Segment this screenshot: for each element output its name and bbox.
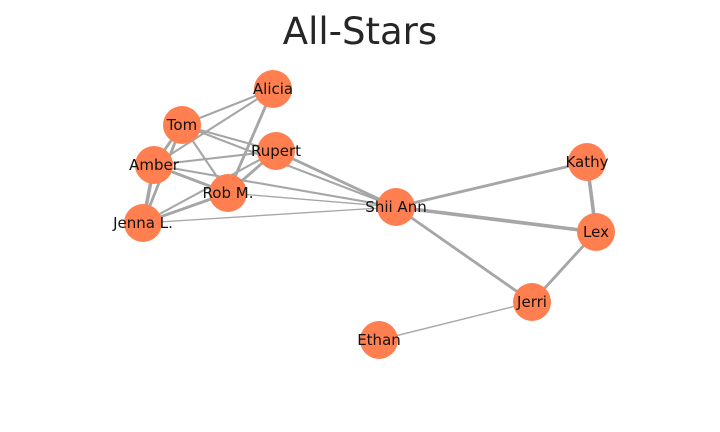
- edge-tom-shiiann: [180, 123, 398, 209]
- edge-jerri-ethan: [378, 301, 533, 341]
- edge-shiiann-kathy: [394, 160, 589, 209]
- node-label-jerri: Jerri: [516, 293, 547, 311]
- node-amber: [135, 146, 173, 184]
- node-kathy: [568, 143, 606, 181]
- edge-jenna-rupert: [141, 149, 278, 225]
- node-jenna: [124, 204, 162, 242]
- edge-amber-alicia: [152, 87, 275, 167]
- edge-rupert-shiiann: [274, 149, 398, 209]
- node-label-amber: Amber: [129, 156, 180, 174]
- node-lex: [577, 213, 615, 251]
- node-label-jenna: Jenna L.: [112, 214, 173, 232]
- graph-title: All-Stars: [282, 10, 438, 53]
- edge-shiiann-jerri: [394, 205, 534, 304]
- node-label-lex: Lex: [583, 223, 609, 241]
- node-label-shiiann: Shii Ann: [365, 198, 426, 216]
- node-label-rupert: Rupert: [251, 142, 301, 160]
- edge-robm-shiiann: [227, 192, 397, 208]
- node-label-ethan: Ethan: [357, 331, 401, 349]
- node-ethan: [360, 321, 398, 359]
- node-robm: [209, 174, 247, 212]
- edge-amber-rupert: [152, 149, 278, 167]
- edge-amber-shiiann: [152, 163, 398, 209]
- node-label-kathy: Kathy: [565, 153, 608, 171]
- node-tom: [163, 106, 201, 144]
- node-label-robm: Rob M.: [203, 184, 254, 202]
- edge-shiiann-lex: [394, 205, 598, 234]
- node-rupert: [257, 132, 295, 170]
- node-shiiann: [377, 188, 415, 226]
- node-alicia: [254, 70, 292, 108]
- nodes-layer: [124, 70, 615, 359]
- node-jerri: [513, 283, 551, 321]
- node-label-tom: Tom: [166, 116, 197, 134]
- node-label-alicia: Alicia: [253, 80, 293, 98]
- edge-jenna-shiiann: [142, 206, 397, 224]
